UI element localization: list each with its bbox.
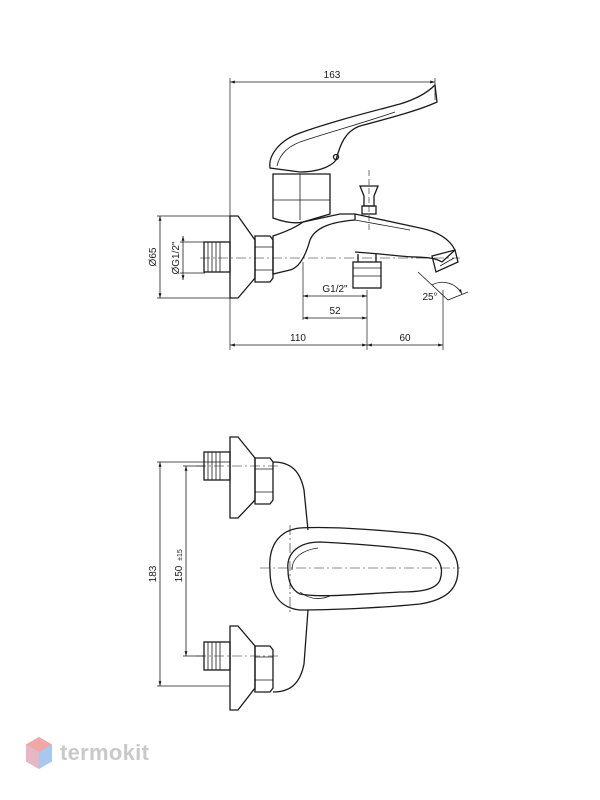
side-view <box>157 78 469 350</box>
label-150-tolerance: ±15 <box>177 549 184 561</box>
label-150: 150 <box>174 565 185 582</box>
top-view-labels: 183 150 ±15 <box>148 549 185 582</box>
spout-aerator <box>431 249 459 273</box>
label-inlet-thread: ØG1/2" <box>171 241 182 274</box>
hexagon-logo-icon <box>26 737 52 769</box>
outlet-fitting <box>352 261 382 289</box>
label-183: 183 <box>148 565 159 582</box>
label-angle: 25° <box>422 292 437 303</box>
lever-handle <box>269 83 438 173</box>
label-60: 60 <box>399 333 411 344</box>
label-110: 110 <box>290 333 306 344</box>
brand-name: termokit <box>60 740 150 765</box>
label-52: 52 <box>329 306 341 317</box>
lower-nut <box>254 645 274 693</box>
body-upper-arm <box>272 461 309 531</box>
angle-arc <box>431 281 463 295</box>
mixer-body-top <box>269 526 459 611</box>
side-view-labels: 163 110 60 52 G1/2" 25° Ø65 ØG1/2" <box>148 70 438 344</box>
cartridge-housing <box>272 173 331 224</box>
lower-flange <box>229 625 256 711</box>
lever-screw <box>332 153 340 161</box>
upper-nut <box>254 457 274 505</box>
mixer-body <box>272 213 356 275</box>
spout <box>354 213 456 263</box>
body-lower-arm <box>272 609 309 693</box>
lever-top <box>287 541 443 597</box>
upper-flange <box>229 436 256 519</box>
hex-nut <box>254 235 274 283</box>
lever-highlight <box>276 111 396 167</box>
label-d65: Ø65 <box>148 247 159 266</box>
wall-flange <box>229 215 256 299</box>
label-outlet-thread: G1/2" <box>322 284 348 295</box>
top-view <box>157 436 460 711</box>
label-163: 163 <box>324 70 341 81</box>
termokit-logo: termokit <box>24 736 149 770</box>
angle-lines <box>417 271 469 301</box>
